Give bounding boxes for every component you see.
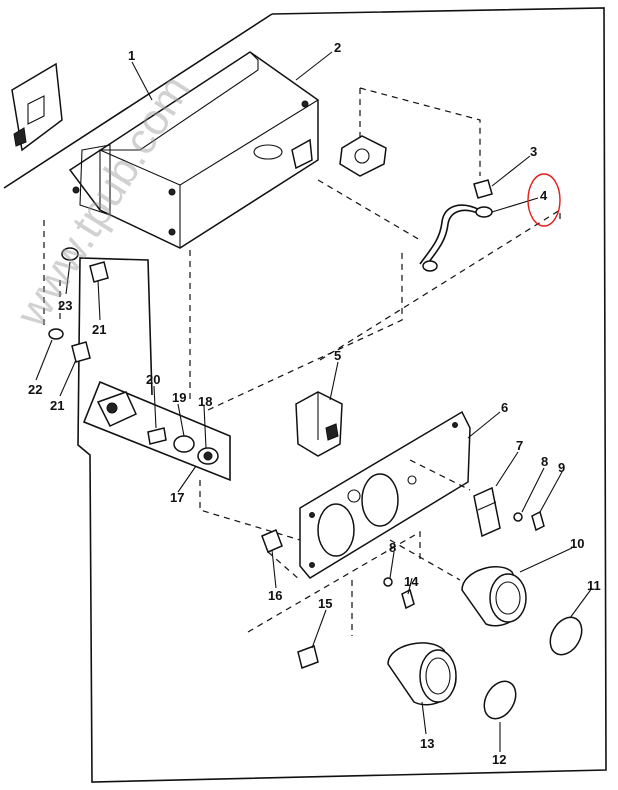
left-bracket-part: [11, 62, 63, 152]
callout-21a: 21: [92, 322, 106, 337]
clamp-bracket-part: [473, 486, 501, 538]
callout-18: 18: [198, 394, 212, 409]
callout-17: 17: [170, 490, 184, 505]
callout-6: 6: [501, 400, 508, 415]
callout-16: 16: [268, 588, 282, 603]
callout-4: 4: [540, 188, 548, 203]
left-fastener-parts: [48, 247, 109, 363]
frame-outline: [3, 7, 607, 783]
callout-10: 10: [570, 536, 584, 551]
callout-23: 23: [58, 298, 72, 313]
callout-12: 12: [492, 752, 506, 767]
lens-lower-part: [483, 680, 517, 720]
relay-part: [339, 135, 387, 177]
callout-11: 11: [587, 578, 601, 593]
gauge-lower-part: [387, 642, 457, 706]
connector-assembly-part: [82, 380, 231, 482]
leader-lines: [35, 51, 593, 752]
callout-14: 14: [404, 574, 419, 589]
callout-21b: 21: [50, 398, 64, 413]
gauge-upper-part: [461, 566, 527, 627]
callout-7: 7: [516, 438, 523, 453]
callout-13: 13: [420, 736, 434, 751]
callout-20: 20: [146, 372, 160, 387]
callout-5: 5: [334, 348, 341, 363]
callout-8b: 8: [389, 540, 396, 555]
box-connector-part: [291, 138, 313, 170]
callout-3: 3: [530, 144, 537, 159]
panel-plate-part: [299, 410, 471, 579]
screw-parts: [383, 510, 545, 610]
fastener-parts: [261, 529, 319, 669]
highlight-ring: [527, 173, 561, 227]
callout-9: 9: [558, 460, 565, 475]
housing-box-part: [68, 51, 319, 249]
callout-1: 1: [128, 48, 135, 63]
callout-22: 22: [28, 382, 42, 397]
lens-part: [549, 616, 583, 656]
callout-15: 15: [318, 596, 332, 611]
callout-labels: 1 2 3 4 5 6 7 8 9 10 11 8 14 15 16 13 12…: [28, 40, 601, 767]
callout-19: 19: [172, 390, 186, 405]
switch-part: [295, 391, 343, 457]
callout-8a: 8: [541, 454, 548, 469]
assembly-dashed-lines: [43, 87, 561, 636]
ground-strap-part: [419, 179, 493, 272]
callout-2: 2: [334, 40, 341, 55]
